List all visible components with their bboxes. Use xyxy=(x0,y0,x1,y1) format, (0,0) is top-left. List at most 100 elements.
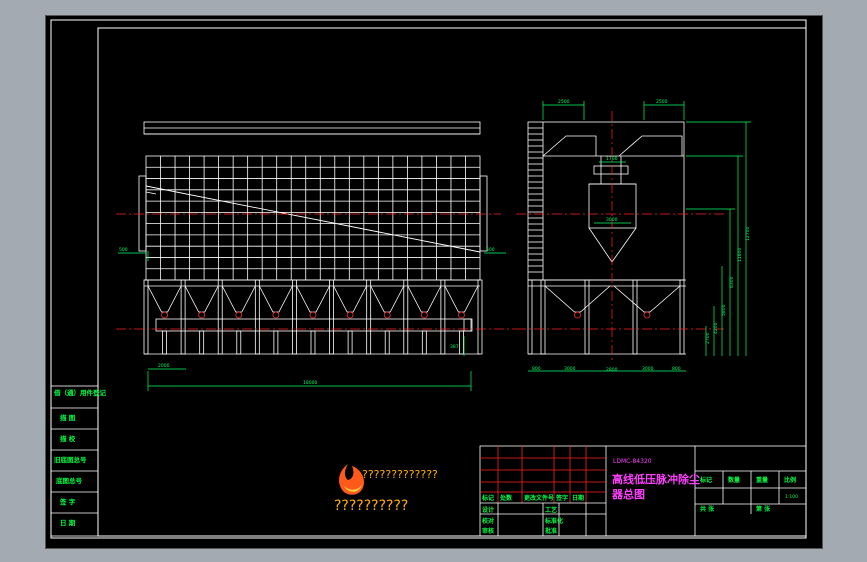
front-leg xyxy=(421,330,427,355)
front-inlet-duct xyxy=(145,185,481,253)
side-dimension-text: 2500 2500 1700 3000 2800 12700 11800 830… xyxy=(532,99,751,373)
side-centerlines xyxy=(516,111,726,361)
front-valve xyxy=(272,311,280,319)
svg-text:2500: 2500 xyxy=(656,99,668,105)
front-leg xyxy=(199,330,205,355)
side-hopper xyxy=(544,285,611,313)
side-hoppers xyxy=(527,279,685,355)
drawing-code: LDMC-84320 xyxy=(613,458,652,465)
side-ladder xyxy=(528,127,543,273)
drawing-title-line1: 高线低压脉冲除尘 xyxy=(612,472,700,486)
front-column xyxy=(403,279,409,355)
title-block xyxy=(479,445,807,537)
logo-text-top: ????????????? xyxy=(362,468,438,481)
front-valve xyxy=(161,311,168,319)
dim-front-length: 18000 xyxy=(303,380,317,386)
front-valve xyxy=(198,311,206,319)
svg-text:2700: 2700 xyxy=(705,332,711,344)
front-hopper xyxy=(258,285,293,313)
front-valve xyxy=(235,311,243,319)
front-leg xyxy=(273,330,279,355)
drawing-title-line2: 器总图 xyxy=(611,487,645,501)
front-grid-vertical xyxy=(160,156,466,280)
side-column xyxy=(527,279,533,355)
scale-value: 1:100 xyxy=(785,494,798,500)
front-leg xyxy=(162,330,167,355)
front-hopper xyxy=(147,285,182,313)
front-hopper xyxy=(370,285,405,313)
svg-text:标记: 标记 xyxy=(481,494,494,502)
svg-text:3000: 3000 xyxy=(642,366,654,372)
svg-text:12700: 12700 xyxy=(745,227,751,241)
stamp-label-base-no: 底图总号 xyxy=(56,476,83,485)
front-valve xyxy=(309,311,317,319)
logo-text-bottom: ?????????? xyxy=(334,498,408,514)
sheet-inner-border xyxy=(97,27,807,537)
title-block-red-grid xyxy=(480,446,606,503)
front-column xyxy=(366,279,372,355)
front-grid-horizontal xyxy=(146,166,480,270)
front-leg xyxy=(347,330,353,355)
svg-text:校对: 校对 xyxy=(482,517,494,525)
side-stamp-table xyxy=(50,385,99,537)
svg-text:5800: 5800 xyxy=(721,304,727,316)
svg-text:800: 800 xyxy=(672,366,681,372)
dim-front-right: 500 xyxy=(486,247,495,253)
svg-text:数量: 数量 xyxy=(728,476,740,484)
svg-text:日期: 日期 xyxy=(572,494,584,502)
svg-text:比例: 比例 xyxy=(784,476,796,484)
svg-text:审核: 审核 xyxy=(482,527,494,535)
stamp-label-tracing: 描 图 xyxy=(60,413,76,422)
svg-text:设计: 设计 xyxy=(482,506,494,514)
stamp-label-old-no: 旧底图总号 xyxy=(54,455,87,464)
front-valve xyxy=(383,311,391,319)
front-hopper xyxy=(407,285,442,313)
side-valve xyxy=(643,311,651,319)
front-column xyxy=(217,279,223,355)
side-stamp-text: 借（通）用件登记 描 图 描 校 旧底图总号 底图总号 签 字 日 期 xyxy=(53,388,107,527)
side-view xyxy=(527,121,686,355)
svg-text:重量: 重量 xyxy=(756,476,768,484)
svg-text:4200: 4200 xyxy=(713,322,719,334)
title-block-lower xyxy=(480,502,606,536)
svg-text:共 张: 共 张 xyxy=(700,505,715,513)
side-housing xyxy=(527,121,685,281)
front-column xyxy=(254,279,260,355)
svg-text:8300: 8300 xyxy=(729,276,735,288)
front-valve xyxy=(458,311,465,319)
stamp-label-signature: 签 字 xyxy=(59,497,76,506)
front-leg xyxy=(384,330,390,355)
front-leg xyxy=(310,330,316,355)
front-column xyxy=(477,279,483,355)
svg-text:签字: 签字 xyxy=(555,494,568,502)
front-hoppers xyxy=(143,279,483,355)
svg-text:800: 800 xyxy=(532,366,541,372)
stamp-label-borrowed: 借（通）用件登记 xyxy=(53,388,107,397)
front-hopper xyxy=(184,285,219,313)
flame-icon xyxy=(339,464,364,495)
front-column xyxy=(143,279,149,355)
front-dimension-text: 18000 2000 500 500 387 xyxy=(119,247,495,386)
dim-front-left: 500 xyxy=(119,247,128,253)
svg-text:批准: 批准 xyxy=(545,527,557,535)
svg-text:3000: 3000 xyxy=(564,366,576,372)
front-hopper xyxy=(296,285,330,313)
front-column xyxy=(180,279,186,355)
front-hopper xyxy=(333,285,368,313)
company-logo: ????????????? ?????????? xyxy=(334,464,438,514)
front-hopper xyxy=(221,285,256,313)
svg-text:11800: 11800 xyxy=(737,248,743,262)
svg-text:工艺: 工艺 xyxy=(545,506,557,514)
svg-text:标记: 标记 xyxy=(699,476,712,484)
side-hopper xyxy=(613,285,681,313)
front-casing xyxy=(145,155,481,281)
front-leg xyxy=(459,330,464,355)
drawing-canvas: 18000 2000 500 500 387 xyxy=(50,19,807,539)
svg-text:2500: 2500 xyxy=(558,99,570,105)
stamp-label-trace-check: 描 校 xyxy=(60,434,76,443)
side-valve xyxy=(574,311,581,319)
front-dimensions xyxy=(118,251,506,391)
cad-viewport[interactable]: 18000 2000 500 500 387 xyxy=(45,15,823,549)
svg-text:处数: 处数 xyxy=(499,494,513,502)
sheet-outer-border xyxy=(50,19,807,539)
